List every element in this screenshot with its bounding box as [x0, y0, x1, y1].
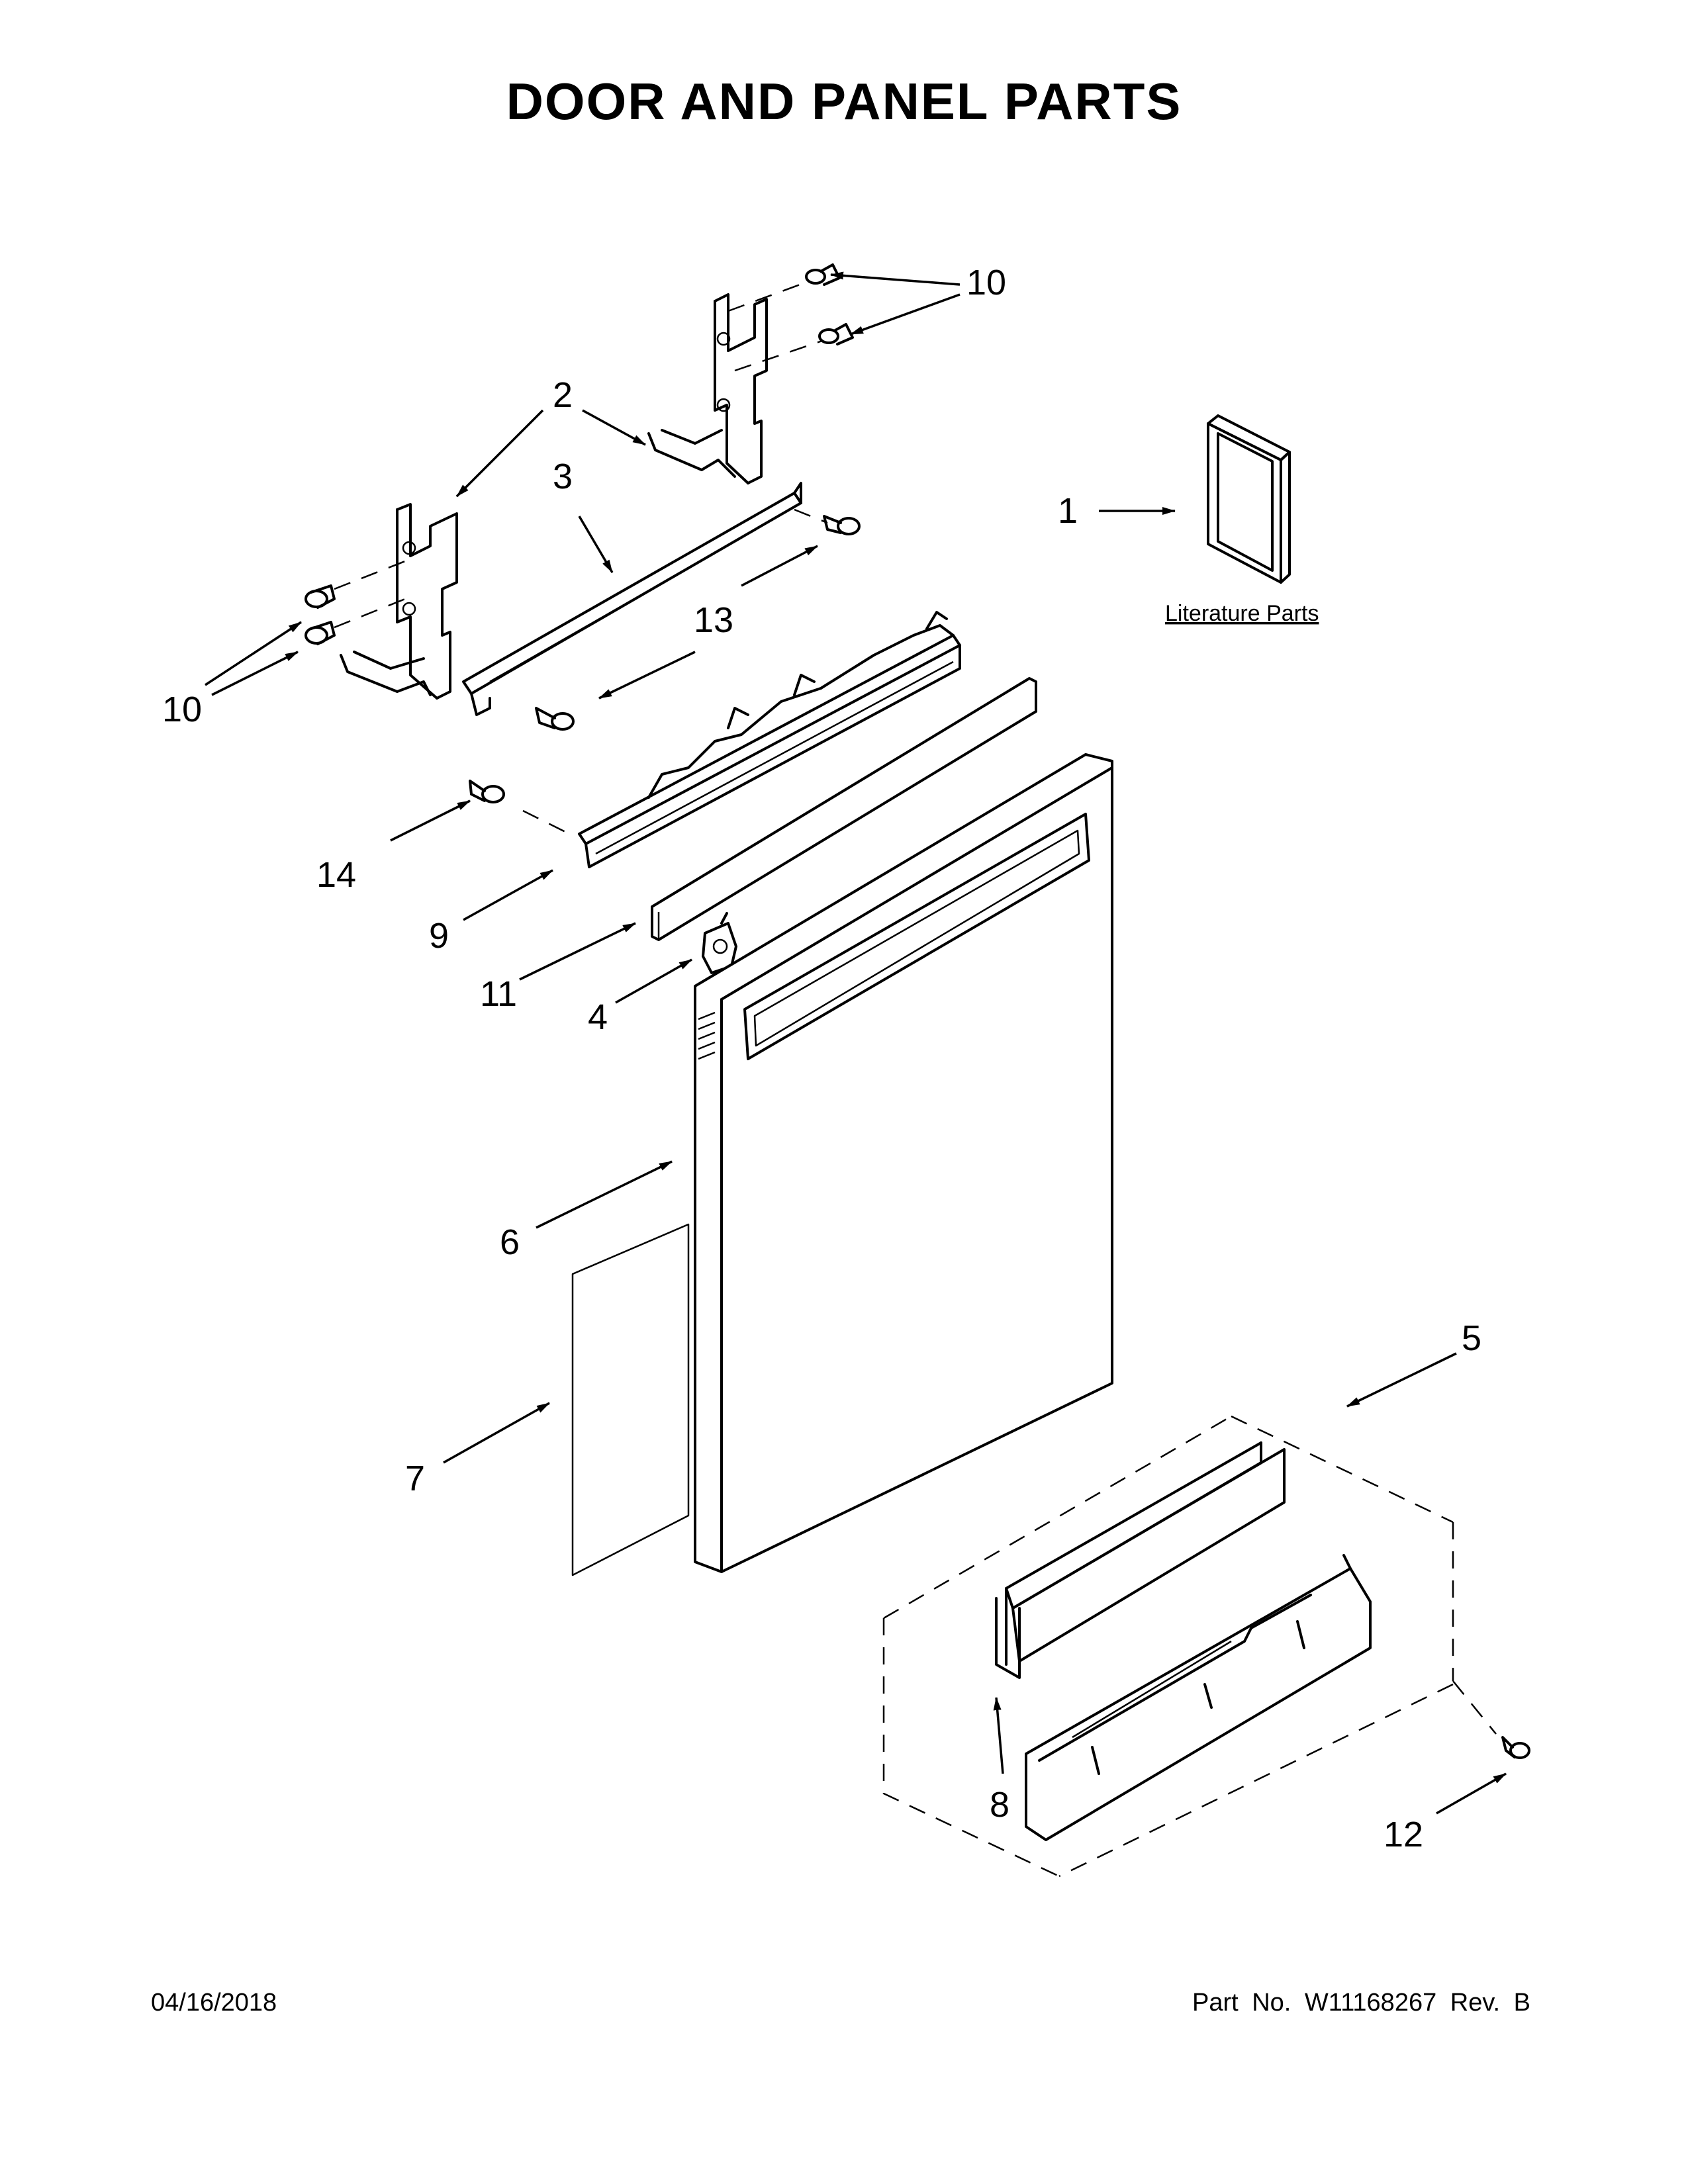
callout-1: 1: [1058, 491, 1078, 531]
screw-13-a: [823, 515, 861, 535]
callout-2: 2: [553, 375, 573, 415]
toe-kick-panel: [1025, 1554, 1372, 1841]
callout-8: 8: [990, 1785, 1009, 1825]
literature-parts-label: Literature Parts: [1165, 601, 1319, 626]
callout-12: 12: [1383, 1815, 1423, 1854]
toe-kick-kit-outline: [882, 1415, 1454, 1878]
screw-13-b: [535, 707, 575, 731]
callout-9: 9: [429, 916, 449, 956]
console-trim-strip: [651, 677, 1037, 941]
callout-7: 7: [405, 1459, 425, 1498]
screw-10-top-b: [818, 323, 854, 345]
footer-date: 04/16/2018: [151, 1989, 277, 2017]
control-panel-housing: [578, 611, 961, 868]
callout-4: 4: [588, 997, 608, 1037]
literature-booklet: [1207, 414, 1291, 584]
callout-10-left: 10: [162, 690, 202, 729]
screw-14: [469, 780, 505, 803]
vent-slots: [698, 1011, 716, 1060]
callout-13: 13: [694, 600, 733, 640]
outer-door-panel: [694, 753, 1113, 1573]
screw-10-left-a: [305, 584, 336, 609]
callout-10-top: 10: [966, 263, 1006, 302]
cross-rail: [462, 482, 802, 716]
callout-6: 6: [500, 1222, 520, 1262]
page-title: DOOR AND PANEL PARTS: [506, 72, 1182, 130]
callout-5: 5: [1462, 1318, 1481, 1358]
mounting-bracket-left: [340, 503, 458, 700]
footer-part-number: Part No. W11168267 Rev. B: [1192, 1989, 1530, 2017]
callout-11: 11: [480, 974, 517, 1014]
mounting-bracket-right: [647, 293, 768, 484]
screw-10-left-b: [305, 621, 336, 645]
toe-kick-insulation: [995, 1441, 1286, 1679]
callout-14: 14: [316, 855, 356, 895]
panel-insert-sheet: [571, 1223, 690, 1576]
callout-3: 3: [553, 457, 573, 496]
screw-12: [1501, 1736, 1530, 1759]
screw-10-top-a: [805, 263, 841, 286]
